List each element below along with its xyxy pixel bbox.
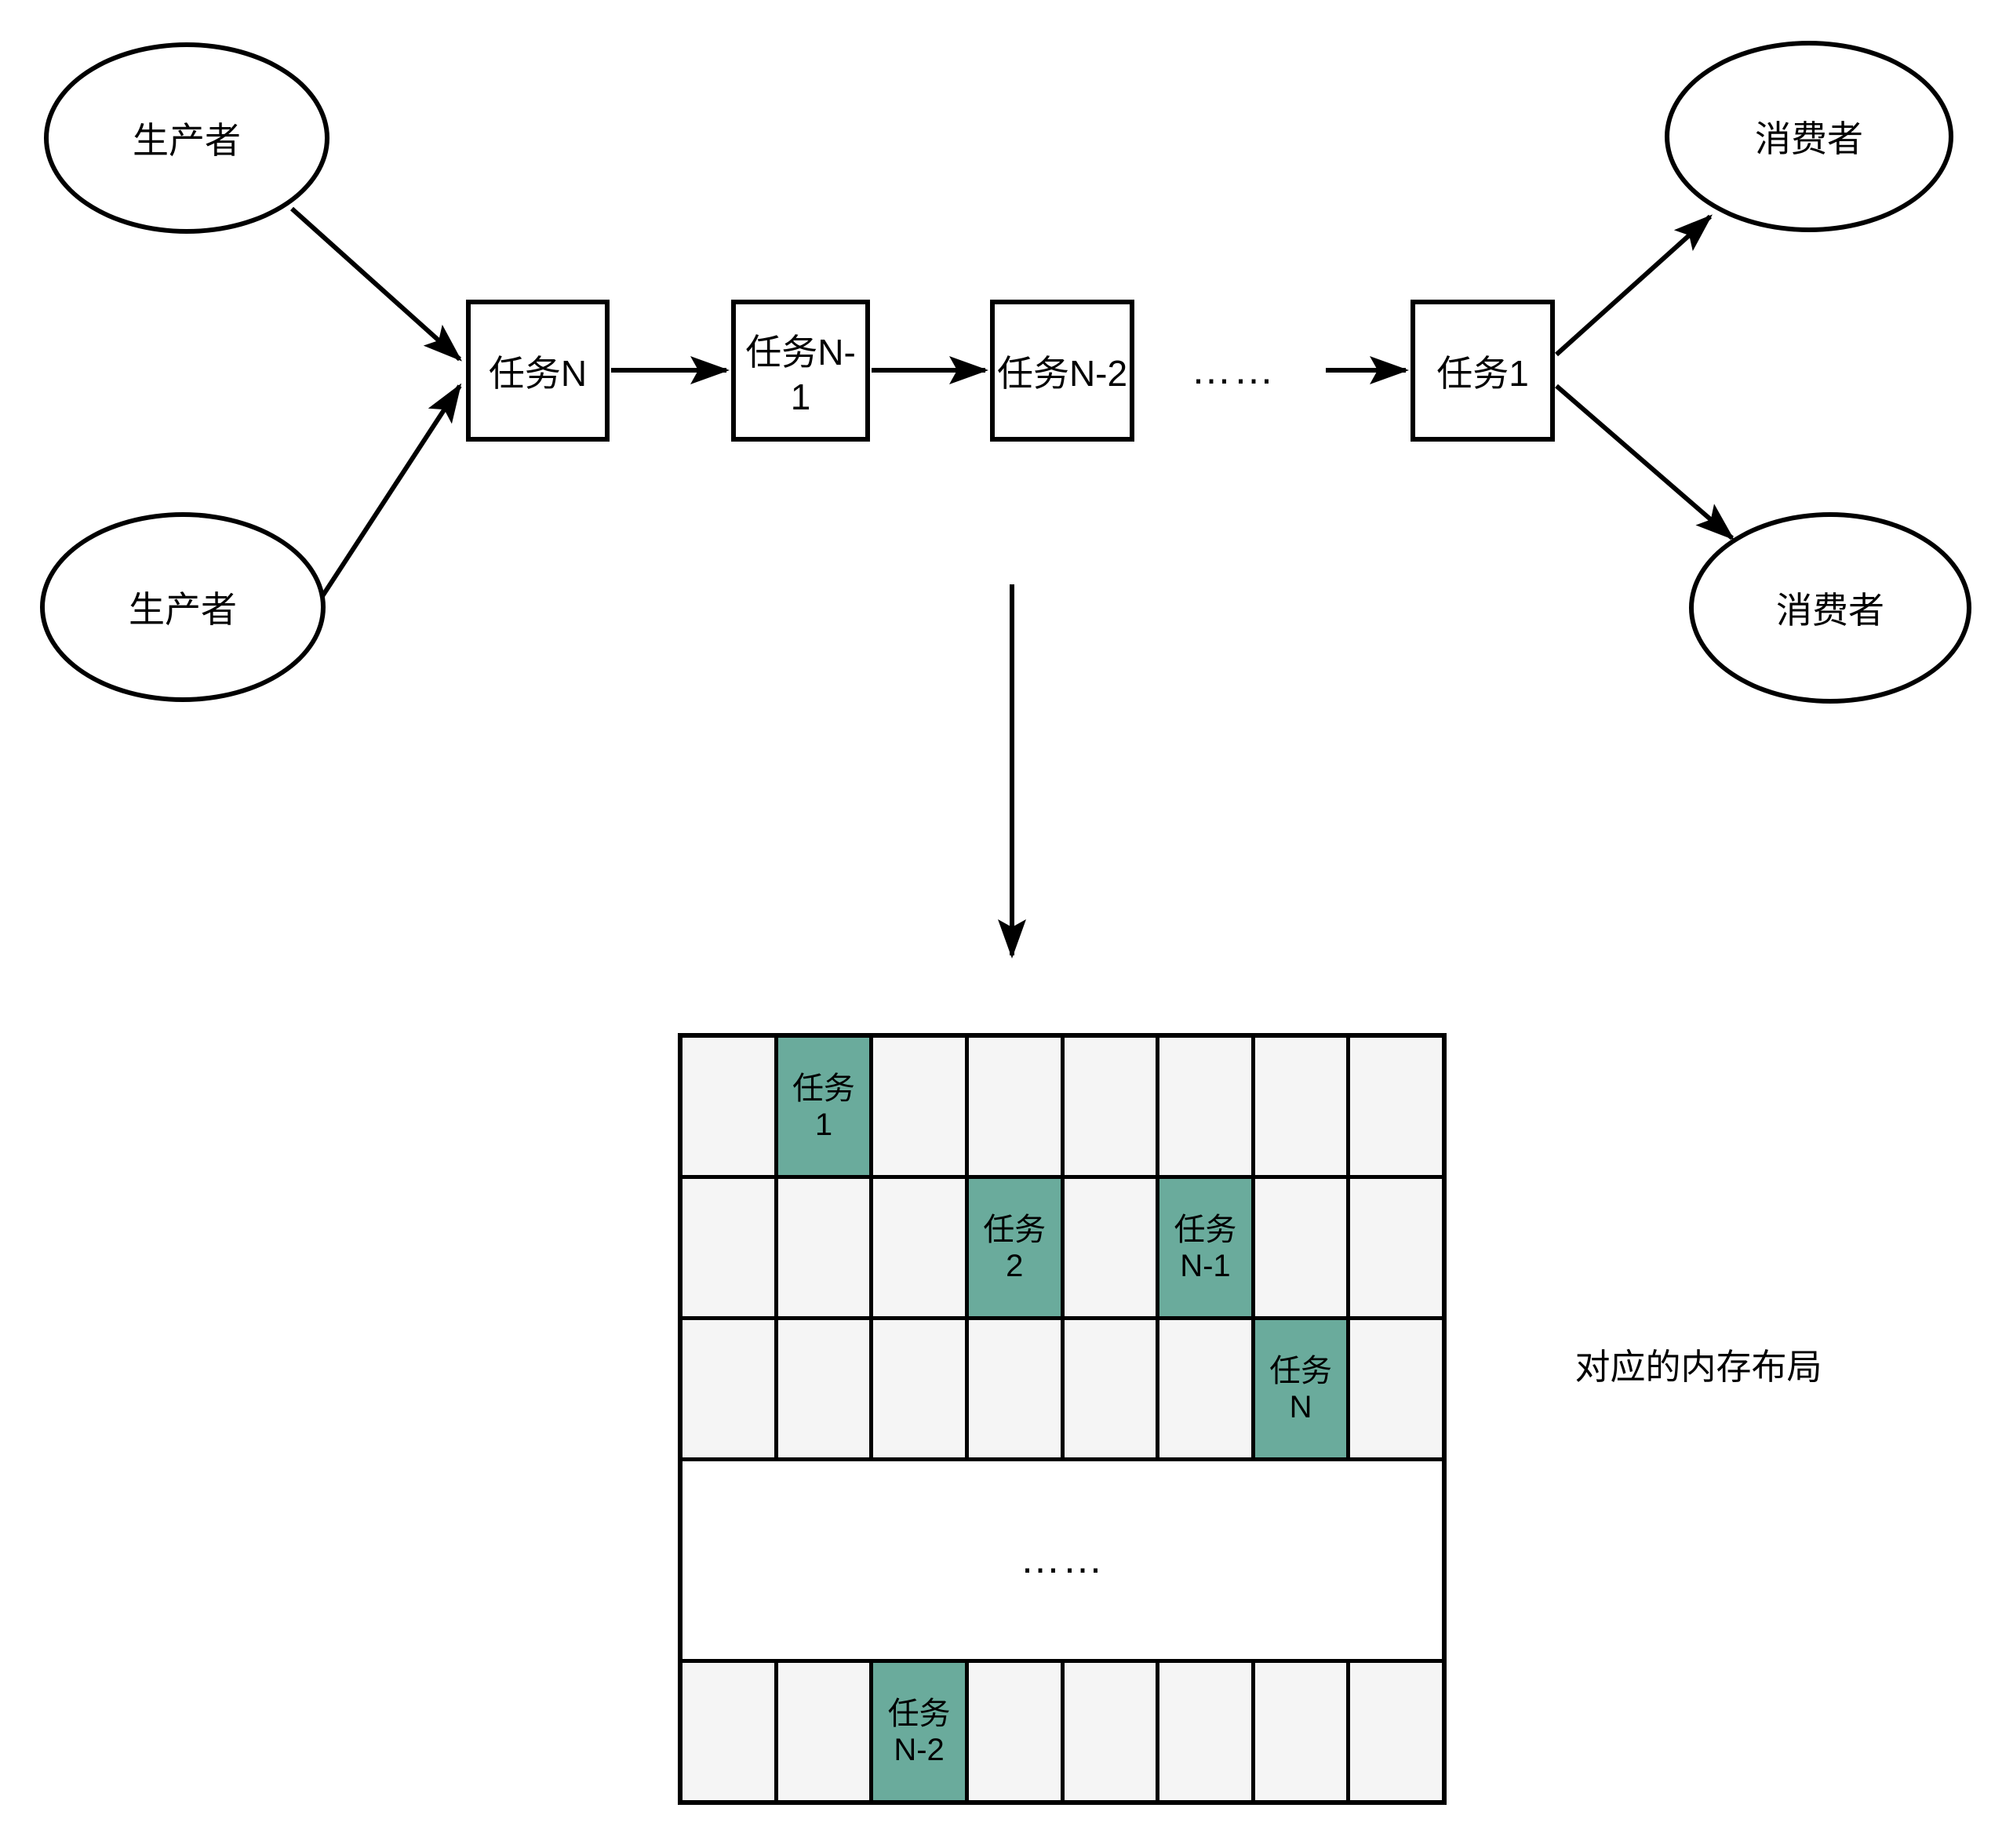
arrow-producer1-to-taskN: [289, 206, 462, 362]
producer-label: 生产者: [129, 589, 237, 630]
memory-cell: [1064, 1320, 1156, 1457]
producer-label: 生产者: [133, 120, 241, 161]
memory-cell: [1064, 1663, 1156, 1800]
task-box-N-2: 任务N-2: [990, 300, 1134, 442]
memory-cell-task-2: 任务 2: [968, 1179, 1061, 1316]
memory-cell: [1254, 1663, 1347, 1800]
producer-node-2: 生产者: [40, 512, 326, 702]
memory-cell: [683, 1179, 774, 1316]
task-box-N: 任务N: [466, 300, 610, 442]
memory-cell: [1350, 1663, 1442, 1800]
memory-cell: [968, 1320, 1061, 1457]
memory-cell: [1064, 1038, 1156, 1175]
task-label: 任务N-2: [996, 352, 1128, 394]
memory-cell: [1350, 1179, 1442, 1316]
memory-cell: [1350, 1320, 1442, 1457]
memory-cell: [777, 1663, 870, 1800]
arrow-task1-to-consumer2: [1555, 384, 1735, 540]
memory-cell: [873, 1179, 965, 1316]
memory-cell: [683, 1038, 774, 1175]
consumer-node-2: 消费者: [1689, 512, 1971, 704]
task-box-1: 任务1: [1411, 300, 1555, 442]
memory-layout-caption: 对应的内存布局: [1574, 1347, 1822, 1387]
memory-cell: [1254, 1179, 1347, 1316]
memory-cell: [1064, 1179, 1156, 1316]
memory-cell-task-N-1: 任务 N-1: [1159, 1179, 1251, 1316]
task-label: 任务N: [488, 352, 588, 394]
memory-cell: [1159, 1038, 1251, 1175]
arrow-producer2-to-taskN: [320, 383, 462, 598]
memory-cell: [1159, 1663, 1251, 1800]
memory-cell: [968, 1663, 1061, 1800]
task-label: 任务N-1: [745, 331, 856, 417]
memory-cell: [683, 1320, 774, 1457]
memory-cell: [1159, 1320, 1251, 1457]
consumer-node-1: 消费者: [1665, 41, 1953, 232]
task-box-N-1: 任务N-1: [731, 300, 870, 442]
memory-grid: 任务 1 任务 2 任务 N-1 任务 N …… 任务 N-2: [678, 1033, 1447, 1805]
task-label: 任务1: [1436, 352, 1529, 394]
producer-node-1: 生产者: [44, 42, 329, 234]
consumer-label: 消费者: [1755, 118, 1863, 159]
memory-cell-task-N-2: 任务 N-2: [873, 1663, 965, 1800]
memory-cell: [777, 1179, 870, 1316]
memory-cell: [683, 1663, 774, 1800]
arrow-task1-to-consumer1: [1554, 214, 1713, 357]
chain-ellipsis: ……: [1191, 347, 1276, 393]
memory-cell: [873, 1320, 965, 1457]
memory-cell: [968, 1038, 1061, 1175]
memory-cell: [873, 1038, 965, 1175]
consumer-label: 消费者: [1776, 590, 1884, 631]
memory-ellipsis-row: ……: [683, 1461, 1442, 1659]
memory-cell: [1350, 1038, 1442, 1175]
memory-cell: [777, 1320, 870, 1457]
memory-cell-task-N: 任务 N: [1254, 1320, 1347, 1457]
memory-cell: [1254, 1038, 1347, 1175]
memory-cell-task-1: 任务 1: [777, 1038, 870, 1175]
